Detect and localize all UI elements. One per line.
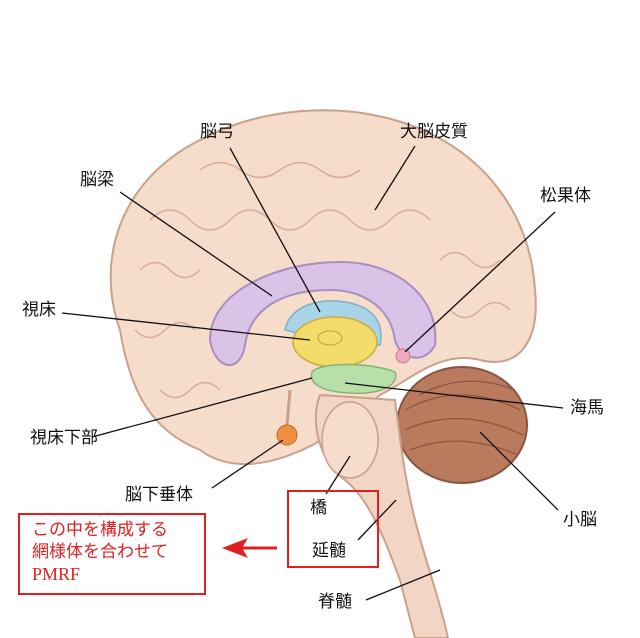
annotation-line-2: 網様体を合わせて (32, 542, 168, 562)
label-fornix: 脳弓 (200, 122, 234, 142)
brainstem-highlight-box (287, 490, 379, 568)
arrow-icon (222, 538, 277, 558)
label-cerebellum: 小脳 (563, 510, 597, 530)
label-medulla: 延髄 (312, 541, 346, 561)
pineal-body (395, 348, 411, 364)
label-thalamus: 視床 (22, 300, 56, 320)
label-hypothalamus: 視床下部 (30, 428, 98, 448)
label-pituitary: 脳下垂体 (125, 485, 193, 505)
label-hippocampus: 海馬 (570, 398, 604, 418)
annotation-line-3: PMRF (32, 564, 81, 584)
label-cerebral-cortex: 大脳皮質 (400, 122, 468, 142)
corpus-callosum (208, 260, 437, 366)
pmrf-annotation-box: この中を構成する 網様体を合わせて PMRF (18, 513, 206, 595)
pons (321, 401, 379, 479)
leader-lines (61, 145, 564, 601)
thalamus (292, 316, 378, 368)
label-spinal-cord: 脊髄 (318, 592, 352, 612)
annotation-line-1: この中を構成する (32, 520, 168, 540)
label-corpus-callosum: 脳梁 (80, 170, 114, 190)
label-pons: 橋 (310, 498, 327, 518)
label-pineal-body: 松果体 (540, 186, 591, 206)
hypothalamus (310, 363, 397, 394)
gyri-pattern (134, 161, 511, 399)
